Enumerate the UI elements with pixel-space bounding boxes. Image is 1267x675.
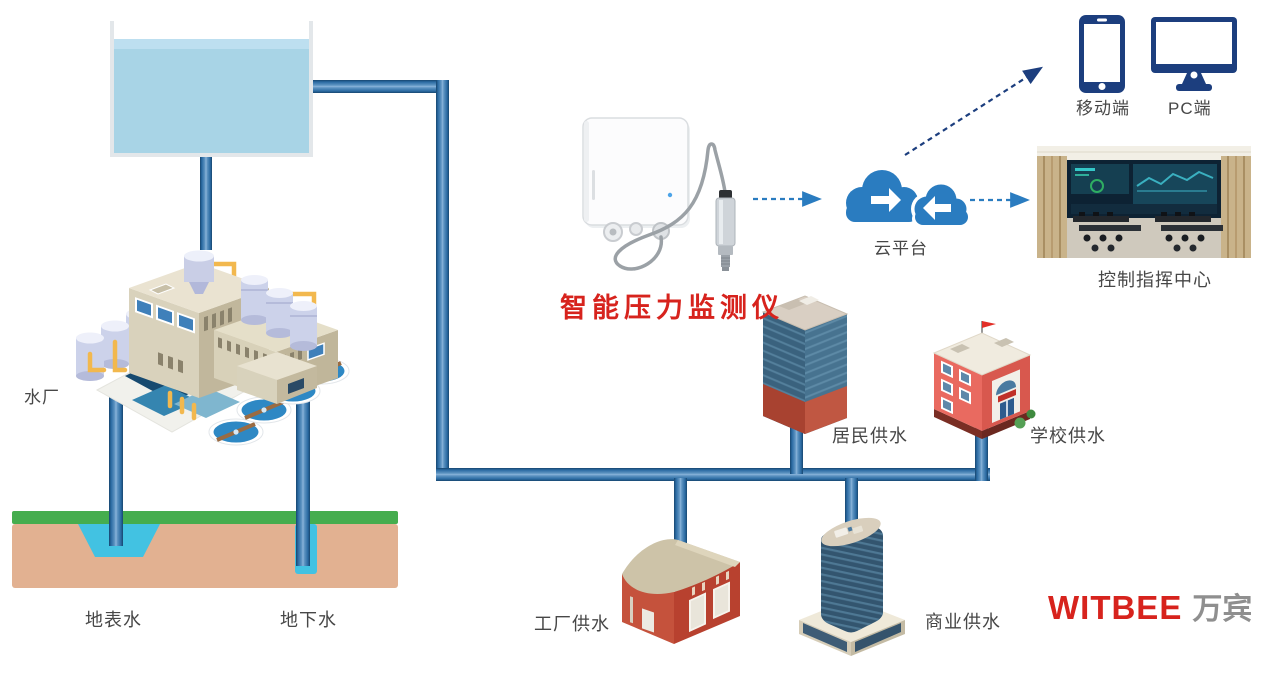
water-plant-illustration — [76, 250, 350, 446]
sync-right-arrow-icon — [871, 188, 901, 212]
pc-endpoint-label: PC端 — [1168, 99, 1212, 118]
cloud-platform-icon — [846, 170, 971, 229]
data-flow-arrows — [753, 66, 1044, 208]
control-center-label: 控制指挥中心 — [1098, 270, 1212, 290]
device-status-led — [667, 192, 673, 198]
mobile-phone-icon — [1079, 15, 1125, 93]
brand-logo-en: WITBEE — [1048, 589, 1183, 626]
commercial-building-illustration — [799, 517, 905, 656]
residential-supply-label: 居民供水 — [832, 426, 908, 446]
ground-water-label: 地下水 — [280, 610, 337, 630]
water-plant-label: 水厂 — [24, 388, 60, 407]
sync-left-arrow-icon — [923, 196, 951, 220]
storage-tanks-right — [241, 275, 317, 351]
plant-yellow-pipes — [87, 261, 317, 421]
pressure-sensor — [715, 190, 736, 271]
ground — [12, 511, 398, 588]
school-building-illustration — [932, 321, 1036, 439]
cloud-platform-label: 云平台 — [874, 239, 928, 258]
pc-monitor-icon — [1151, 17, 1237, 91]
surface-water-label: 地表水 — [85, 610, 142, 630]
device-title: 智能压力监测仪 — [560, 293, 784, 323]
residential-building-illustration — [761, 295, 849, 434]
factory-building-illustration — [622, 539, 740, 644]
brand-logo-cn: 万宾 — [1192, 593, 1253, 626]
arrow-cloud-to-endpoints — [904, 66, 1044, 156]
factory-supply-label: 工厂供水 — [534, 614, 610, 634]
control-center-photo — [1037, 146, 1251, 258]
pipe-network — [109, 80, 990, 566]
commercial-supply-label: 商业供水 — [925, 612, 1001, 632]
school-supply-label: 学校供水 — [1030, 426, 1106, 446]
brand-logo: WITBEE 万宾 — [1048, 584, 1252, 628]
mobile-endpoint-label: 移动端 — [1076, 99, 1130, 118]
pressure-monitor-device-illustration — [582, 117, 736, 271]
water-tank — [110, 21, 313, 157]
